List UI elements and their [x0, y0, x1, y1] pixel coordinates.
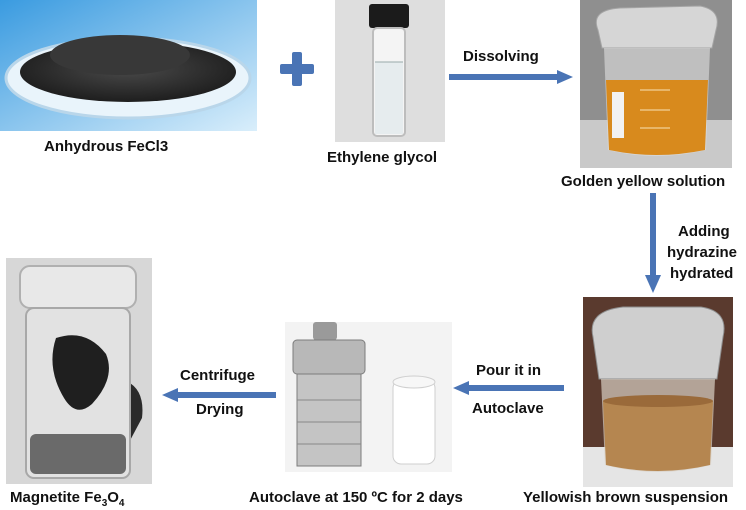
suspension-caption: Yellowish brown suspension [523, 489, 729, 506]
pour-label-1: Pour it in [476, 362, 541, 379]
suspension-photo [583, 297, 733, 487]
adding-label-2: hydrazine [667, 244, 738, 261]
arrow-right-icon [449, 70, 573, 84]
glycol-photo [335, 0, 445, 142]
pour-label-2: Autoclave [472, 400, 544, 417]
fecl3-caption: Anhydrous FeCl3 [44, 138, 169, 155]
centrifuge-label: Centrifuge [180, 367, 255, 384]
adding-label-3: hydrated [670, 265, 734, 282]
adding-label-1: Adding [678, 223, 730, 240]
drying-label: Drying [196, 401, 244, 418]
autoclave-caption: Autoclave at 150 ºC for 2 days [249, 489, 463, 506]
plus-icon [278, 50, 316, 88]
arrow-down-icon [645, 193, 661, 293]
dissolving-label: Dissolving [463, 48, 539, 65]
arrow-left-icon [453, 381, 564, 395]
autoclave-photo [285, 322, 452, 472]
golden-solution-photo [580, 0, 732, 168]
arrow-left-icon-2 [162, 388, 276, 402]
golden-caption: Golden yellow solution [561, 173, 726, 190]
glycol-caption: Ethylene glycol [327, 149, 438, 166]
fecl3-photo [0, 0, 257, 131]
magnetite-caption: Magnetite Fe3O4 [10, 489, 125, 509]
magnetite-photo [6, 258, 152, 484]
